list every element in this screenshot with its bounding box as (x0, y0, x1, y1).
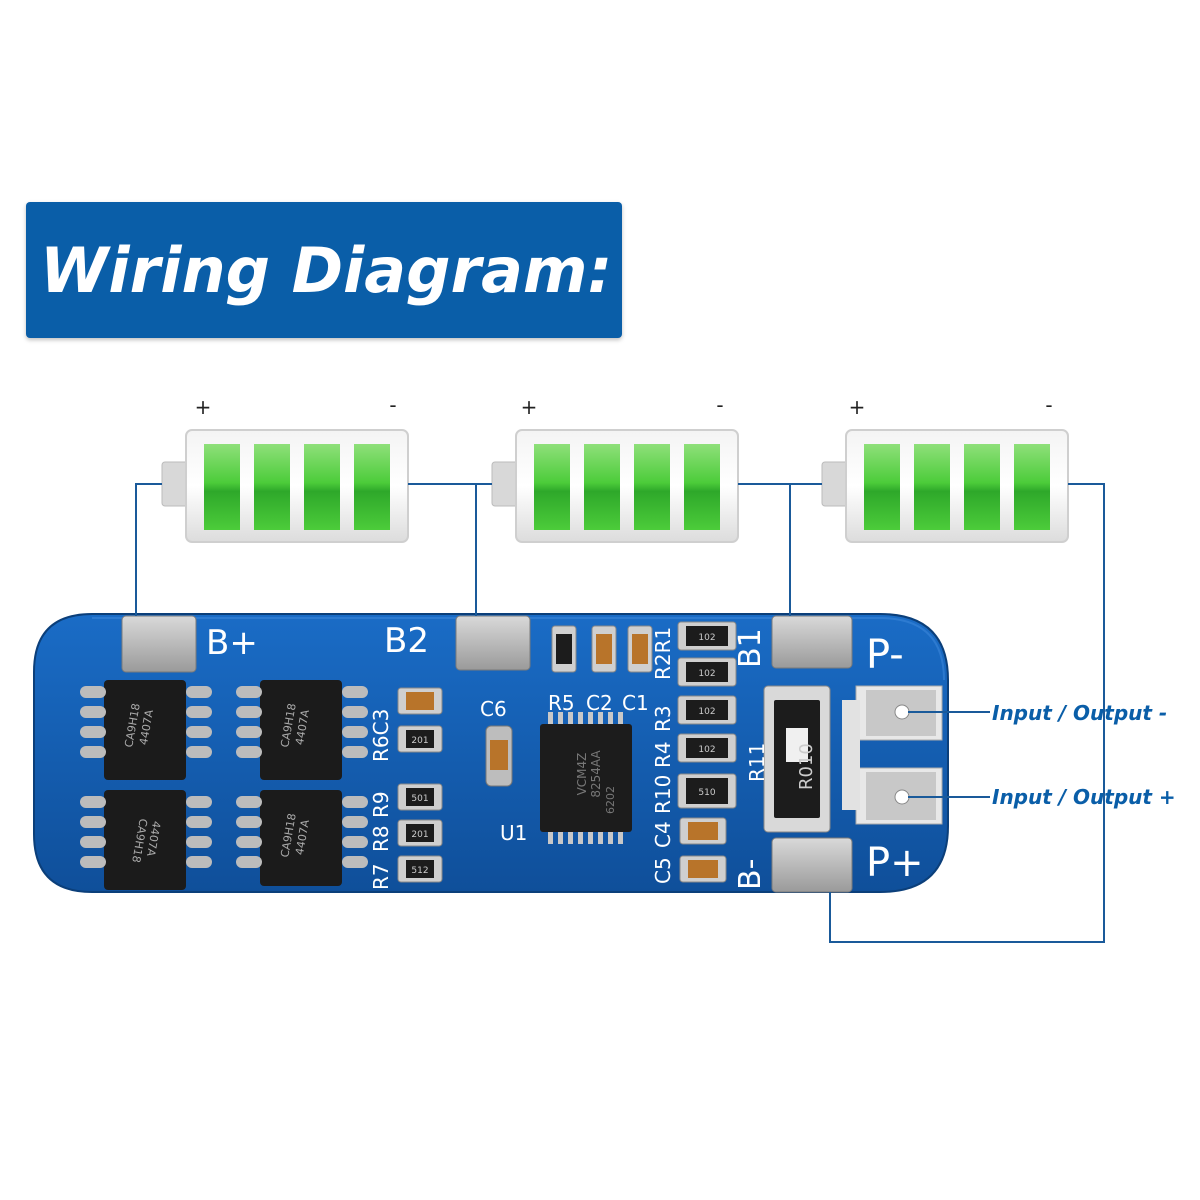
pad-b2 (455, 615, 531, 671)
silkscreen-labels: C6 U1 R6C3 R9 R8 R7 R5 C2 C1 R2R1 R3 R4 … (369, 627, 769, 890)
battery-minus-label: - (389, 393, 396, 417)
battery-cell (354, 444, 390, 530)
resistor-code: 512 (411, 866, 428, 876)
ic-marking: 6202 (604, 786, 617, 814)
mosfet-marking: 4407A (293, 708, 312, 746)
label-b-plus: B+ (206, 623, 258, 663)
smd-left-column: 201 501 201 512 (397, 687, 443, 883)
output-plus-label: Input / Output + (992, 785, 1176, 809)
page-title: Wiring Diagram: (40, 233, 613, 307)
battery-cell (864, 444, 900, 530)
mosfet-marking: 4407A (137, 708, 156, 746)
wire-b-minus (829, 483, 1105, 943)
label-r2r1: R2R1 (651, 627, 675, 680)
battery-body (515, 429, 739, 543)
label-r7: R7 (369, 863, 393, 890)
resistor-code: 102 (698, 707, 715, 717)
battery-cell (304, 444, 340, 530)
label-u1: U1 (500, 821, 527, 845)
battery-body (185, 429, 409, 543)
mosfet-marking: 4407A (144, 820, 163, 858)
label-b1: B1 (733, 628, 768, 668)
capacitor-c6 (485, 725, 513, 787)
resistor-code: 510 (698, 788, 715, 798)
protection-board: B+ B2 B1 P- P+ B- 4407A CA9H18 (33, 613, 949, 893)
output-minus-label: Input / Output - (992, 701, 1168, 725)
battery-cell (254, 444, 290, 530)
label-r9: R9 (369, 791, 393, 818)
battery-cell (1014, 444, 1050, 530)
battery-minus-label: - (1045, 393, 1052, 417)
mosfet-1: 4407A CA9H18 (80, 680, 212, 780)
battery-cell (964, 444, 1000, 530)
battery-body (845, 429, 1069, 543)
label-c6: C6 (480, 697, 507, 721)
label-p-minus: P- (866, 632, 904, 678)
label-r3: R3 (651, 705, 675, 732)
mosfet-2: 4407A CA9H18 (236, 680, 368, 780)
battery-cell (584, 444, 620, 530)
resistor-code: 201 (411, 830, 428, 840)
pad-b-plus (121, 615, 197, 673)
battery-cell (204, 444, 240, 530)
smd-top-middle (551, 625, 653, 673)
mosfet-4: 4407A CA9H18 (236, 790, 368, 886)
label-r4: R4 (651, 741, 675, 768)
label-p-plus: P+ (866, 840, 924, 886)
battery-2: + - (491, 393, 739, 543)
label-b-minus: B- (733, 859, 768, 890)
shunt-marking: R010 (796, 743, 817, 790)
battery-cell (634, 444, 670, 530)
mosfet-marking: 4407A (293, 818, 312, 856)
wire-b-plus (135, 483, 162, 616)
wires (135, 483, 1105, 943)
resistor-code: 201 (411, 736, 428, 746)
battery-plus-label: + (849, 395, 866, 419)
label-r6c3: R6C3 (369, 709, 393, 762)
label-c1: C1 (622, 691, 649, 715)
mosfet-3: 4407A CA9H18 (80, 790, 212, 890)
ic-u1: 8254AA VCM4Z 6202 (540, 712, 632, 844)
label-b2: B2 (384, 621, 429, 661)
label-r5: R5 (548, 691, 575, 715)
pad-b1 (771, 615, 853, 669)
battery-cell (534, 444, 570, 530)
resistor-code: 102 (698, 669, 715, 679)
battery-minus-label: - (716, 393, 723, 417)
battery-3: + - (821, 393, 1069, 543)
battery-plus-label: + (521, 395, 538, 419)
ic-marking: 8254AA (589, 750, 603, 798)
shunt-resistor: R010 (763, 685, 831, 833)
label-r8: R8 (369, 825, 393, 852)
label-r11: R11 (745, 743, 769, 782)
ic-marking: VCM4Z (575, 753, 589, 796)
battery-1: + - (161, 393, 409, 543)
label-r10: R10 (651, 775, 675, 814)
label-c4: C4 (651, 821, 675, 848)
battery-plus-label: + (195, 395, 212, 419)
label-c5: C5 (651, 857, 675, 884)
battery-cell (684, 444, 720, 530)
resistor-code: 102 (698, 633, 715, 643)
label-c2: C2 (586, 691, 613, 715)
resistor-code: 501 (411, 794, 428, 804)
resistor-code: 102 (698, 745, 715, 755)
smd-right-column: 102 102 102 102 510 (677, 621, 737, 883)
battery-cell (914, 444, 950, 530)
pad-b-minus (771, 837, 853, 893)
title-banner: Wiring Diagram: (26, 202, 622, 338)
